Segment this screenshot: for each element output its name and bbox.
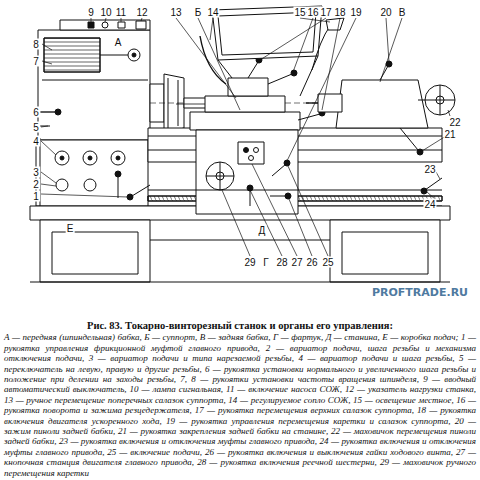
figure-caption: А — передняя (шпиндельная) бабка, Б — су… [4,332,476,478]
callout-label: 17 [319,7,332,18]
apron [196,130,298,214]
callout-label: 5 [32,122,40,133]
callout-label: 29 [243,257,256,268]
speed-dial-panel [44,38,100,72]
watermark: PROFTRADE.RU [370,286,470,299]
callout-label: 22 [448,117,461,128]
callout-label: 2 [32,179,40,190]
callout-label: Г [262,257,269,268]
left-pedestal [40,220,150,282]
callout-label: Б [194,7,203,18]
callout-label: 1 [32,191,40,202]
saddle [190,112,300,130]
callout-label: 13 [169,7,182,18]
chip-shield [212,6,322,60]
carriage-handwheel [206,162,234,190]
callout-label: А [114,37,123,48]
right-pedestal [330,220,440,282]
callout-label: 18 [333,7,346,18]
callout-label: 11 [115,7,127,18]
callout-label: Е [66,223,75,234]
callout-label: 19 [349,7,362,18]
tailstock [336,80,428,128]
callout-label: 24 [423,199,436,210]
leader-lines [41,18,450,256]
callout-label: 21 [443,129,456,140]
callout-label: 27 [290,257,303,268]
callout-label: В [398,7,407,18]
headstock-body [38,30,150,140]
figure-title: Рис. 83. Токарно-винторезный станок и ор… [4,319,476,332]
caption-block: Рис. 83. Токарно-винторезный станок и ор… [4,319,476,478]
callout-label: 23 [423,164,436,175]
callout-label: 7 [32,56,40,67]
tool-post [228,78,268,96]
callout-label: 3 [32,167,40,178]
callout-label: 28 [275,257,288,268]
callout-label: 20 [379,7,392,18]
quill [318,94,342,112]
callout-label: 8 [32,39,40,50]
tailstock-handwheel [425,85,455,115]
callout-label: 12 [135,7,148,18]
callout-label: 14 [206,7,219,18]
callout-label: 4 [32,136,40,147]
callout-label: 10 [99,7,112,18]
callout-label: 25 [321,257,334,268]
callout-label: 9 [87,7,95,18]
callout-label: 26 [305,257,318,268]
callout-label: 15 [293,7,306,18]
callout-label: 16 [306,7,319,18]
callout-label: Д [258,225,267,236]
callout-label: 6 [32,107,40,118]
feed-gearbox [36,140,148,206]
